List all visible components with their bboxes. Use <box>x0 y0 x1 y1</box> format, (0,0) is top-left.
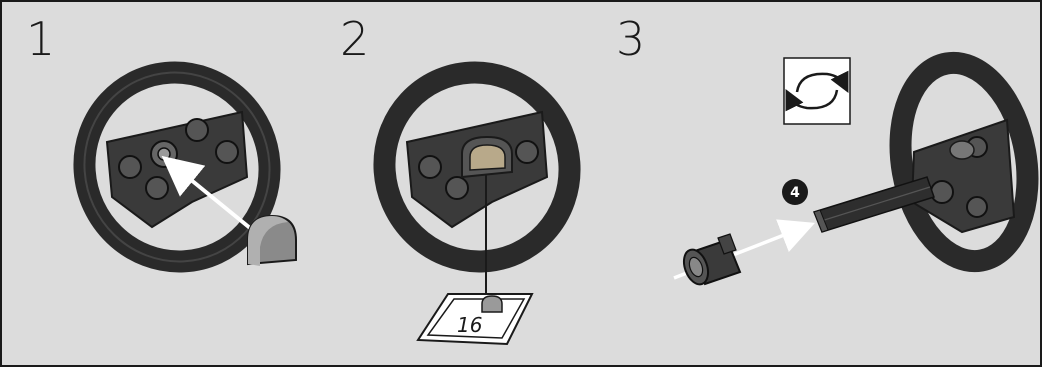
rotate-model-icon <box>784 58 850 124</box>
steering-wheel-step2 <box>353 42 600 292</box>
callout-number: 4 <box>790 185 800 201</box>
dome-cap-part <box>248 216 296 266</box>
part-quantity: 16 <box>457 313 482 337</box>
step-callout: 4 <box>782 179 808 205</box>
bush-part <box>680 234 740 288</box>
steering-wheel-step3 <box>886 53 1042 271</box>
part-card: 16 <box>418 294 532 344</box>
